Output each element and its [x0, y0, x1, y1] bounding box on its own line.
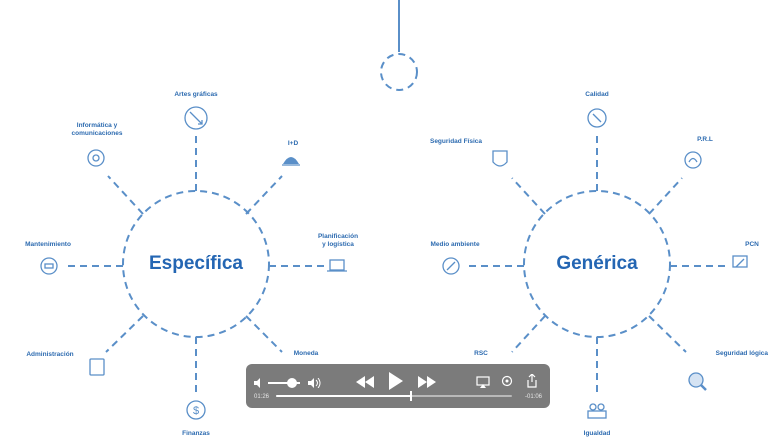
airplay-icon[interactable] [476, 376, 490, 388]
people-icon [587, 403, 607, 419]
spoke-administracion [105, 315, 144, 353]
node-label-seguridad-fisica: Seguridad Física [429, 138, 483, 145]
fast-forward-icon[interactable] [418, 376, 436, 388]
top-node-circle [380, 53, 418, 91]
volume-slider-knob[interactable] [287, 378, 297, 388]
hub-generica-label: Genérica [556, 253, 638, 274]
seek-bar-knob[interactable] [409, 391, 412, 401]
spoke-id [245, 175, 283, 215]
elapsed-time: 01:26 [254, 394, 270, 400]
node-label-moneda: Moneda [293, 350, 319, 357]
volume-slider-track[interactable] [268, 382, 300, 384]
shield-icon [492, 150, 508, 167]
remaining-time: -01:06 [524, 394, 542, 400]
rewind-icon[interactable] [356, 376, 374, 388]
network-icon [732, 255, 748, 268]
wrench-icon [40, 257, 58, 275]
node-label-medio-ambiente: Medio ambiente [430, 241, 480, 248]
gear-icon [87, 149, 105, 167]
helmet-icon [684, 151, 702, 169]
magnifier-icon [688, 372, 707, 391]
node-label-igualdad: Igualdad [583, 430, 611, 437]
leaf-icon [442, 257, 460, 275]
play-icon[interactable] [389, 372, 403, 390]
node-label-seguridad-logica: Seguridad lógica [715, 350, 768, 357]
truck-icon [327, 259, 347, 272]
spoke-seguridad-logica [648, 315, 687, 353]
node-label-rsc: RSC [474, 350, 488, 357]
volume-high-icon[interactable] [308, 378, 322, 388]
node-label-id: I+D [287, 140, 299, 147]
svg-text:$: $ [193, 405, 199, 417]
node-label-prl: P.R.L [697, 136, 713, 143]
node-label-planificacion: Planificación y logística [317, 233, 359, 248]
node-label-finanzas: Finanzas [182, 430, 210, 437]
node-label-calidad: Calidad [585, 91, 609, 98]
share-icon[interactable] [527, 374, 537, 388]
hub-especifica-label: Específica [149, 253, 243, 274]
quality-icon [587, 108, 607, 128]
spoke-informatica [107, 175, 144, 215]
node-label-artes: Artes gráficas [174, 91, 218, 98]
brush-icon [184, 106, 208, 130]
spoke-moneda [245, 315, 283, 353]
settings-icon[interactable] [501, 375, 513, 387]
flask-icon [282, 157, 300, 166]
volume-low-icon[interactable] [254, 378, 266, 388]
folder-icon [89, 358, 105, 376]
video-player-controls[interactable]: 01:26 -01:06 [246, 364, 550, 408]
seek-bar[interactable] [276, 391, 512, 401]
spoke-prl [648, 177, 683, 215]
node-label-mantenimiento: Mantenimiento [25, 241, 71, 248]
spoke-rsc [511, 315, 546, 353]
seek-bar-fill [276, 395, 411, 397]
node-label-pcn: PCN [745, 241, 759, 248]
dollar-icon: $ [186, 400, 206, 420]
spoke-seguridad-fisica [511, 177, 546, 215]
node-label-administracion: Administración [26, 351, 74, 358]
node-label-informatica: Informática y comunicaciones [71, 122, 123, 137]
